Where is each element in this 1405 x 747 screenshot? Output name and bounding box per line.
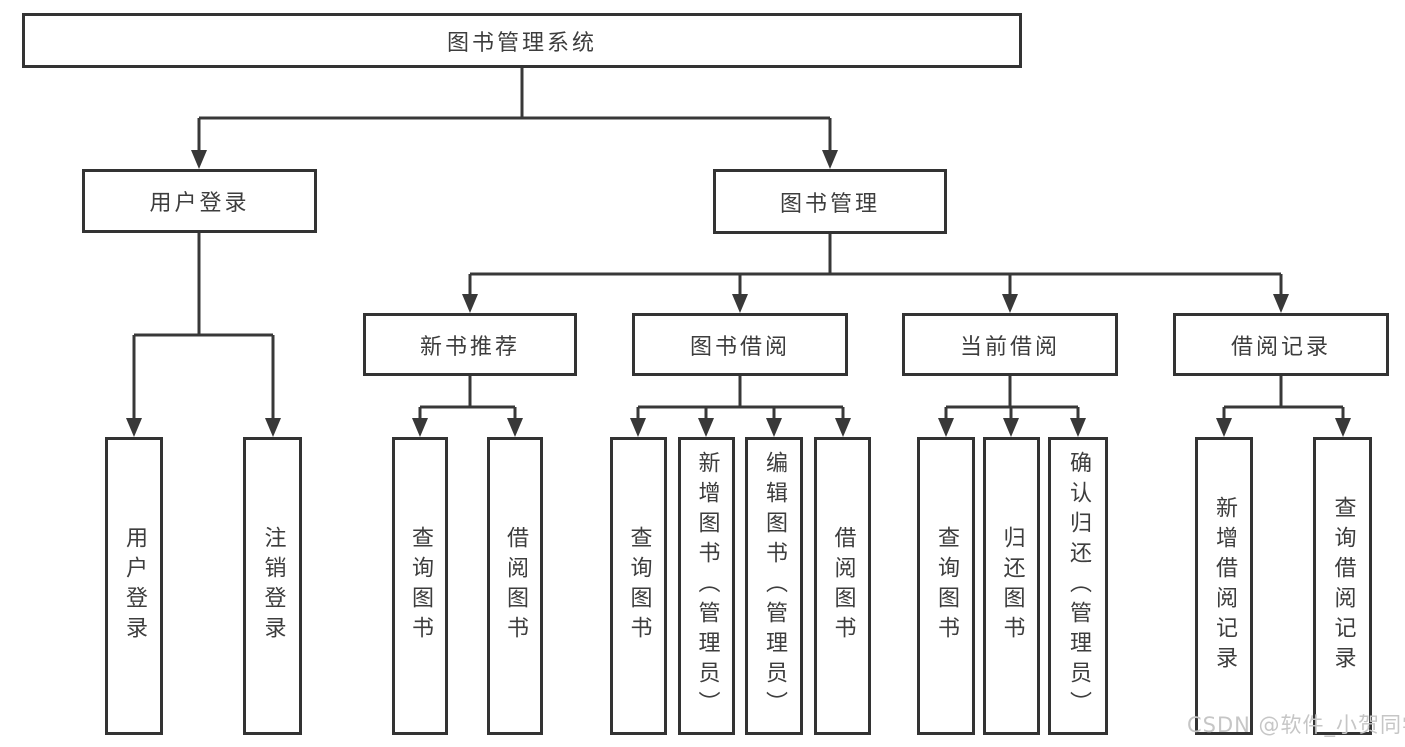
arrowheads	[126, 150, 1351, 437]
node-root: 图书管理系统	[22, 13, 1022, 68]
csdn-watermark: CSDN @软件_小贺同学	[1187, 713, 1405, 737]
leaf-query-books-newbooks: 查询图书	[392, 437, 448, 735]
node-borrow-records-label: 借阅记录	[1230, 334, 1331, 360]
node-user-login: 用户登录	[82, 169, 317, 233]
leaf-logout-login: 注销登录	[243, 437, 302, 735]
node-root-label: 图书管理系统	[446, 30, 597, 56]
node-new-books: 新书推荐	[363, 313, 577, 376]
node-book-borrow: 图书借阅	[632, 313, 848, 376]
node-book-mgmt-label: 图书管理	[779, 191, 880, 217]
leaf-borrow-books-newbooks: 借阅图书	[487, 437, 543, 735]
leaf-add-borrow-record: 新增借阅记录	[1195, 437, 1253, 735]
leaf-query-books-current: 查询图书	[917, 437, 975, 735]
node-user-login-label: 用户登录	[149, 191, 250, 216]
node-current-borrow: 当前借阅	[902, 313, 1118, 376]
node-borrow-records: 借阅记录	[1173, 313, 1389, 376]
leaf-edit-books-admin: 编辑图书（管理员）	[745, 437, 803, 735]
node-new-books-label: 新书推荐	[419, 334, 520, 360]
leaf-add-books-admin: 新增图书（管理员）	[678, 437, 735, 735]
node-book-mgmt: 图书管理	[713, 169, 947, 234]
leaf-query-borrow-record: 查询借阅记录	[1313, 437, 1372, 735]
leaf-borrow-books-borrow: 借阅图书	[814, 437, 871, 735]
leaf-query-books-borrow: 查询图书	[610, 437, 667, 735]
node-current-borrow-label: 当前借阅	[959, 334, 1060, 360]
leaf-return-books: 归还图书	[983, 437, 1040, 735]
node-book-borrow-label: 图书借阅	[689, 334, 790, 360]
leaf-user-login: 用户登录	[105, 437, 163, 735]
leaf-confirm-return-admin: 确认归还（管理员）	[1048, 437, 1108, 735]
